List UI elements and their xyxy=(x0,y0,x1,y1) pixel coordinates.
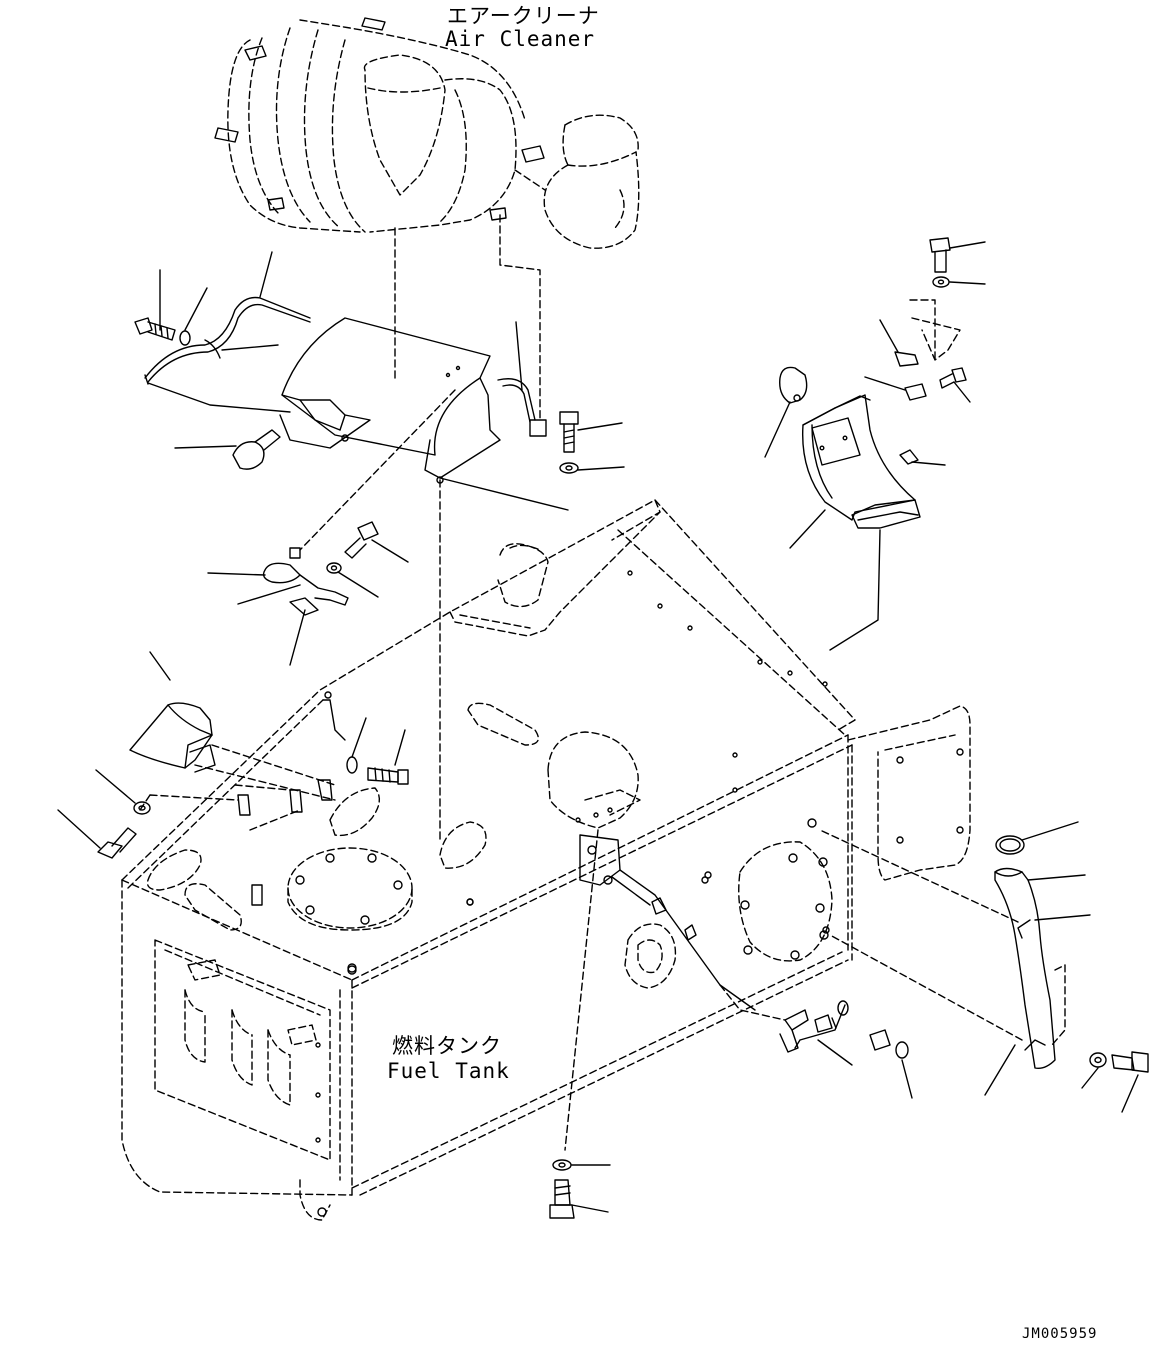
fuel-tank-label-en: Fuel Tank xyxy=(387,1059,510,1083)
air-cleaner-label-en: Air Cleaner xyxy=(445,27,596,51)
fuel-tank-label-jp: 燃料タンク xyxy=(392,1034,502,1058)
drain-plug-set xyxy=(549,829,611,1219)
cable-clip-set xyxy=(207,521,409,666)
fuel-hose-set xyxy=(651,821,1149,1113)
drawing-code: JM005959 xyxy=(1022,1326,1098,1342)
bolt-set-left xyxy=(134,251,279,449)
bolt-set-shield-right xyxy=(515,321,625,474)
step-guard xyxy=(57,651,409,859)
air-cleaner xyxy=(214,17,640,421)
right-bracket xyxy=(764,237,986,651)
air-cleaner-label-jp: エアークリーナ xyxy=(447,4,600,28)
fuel-tank xyxy=(121,499,971,1221)
shield-plate xyxy=(144,296,569,841)
